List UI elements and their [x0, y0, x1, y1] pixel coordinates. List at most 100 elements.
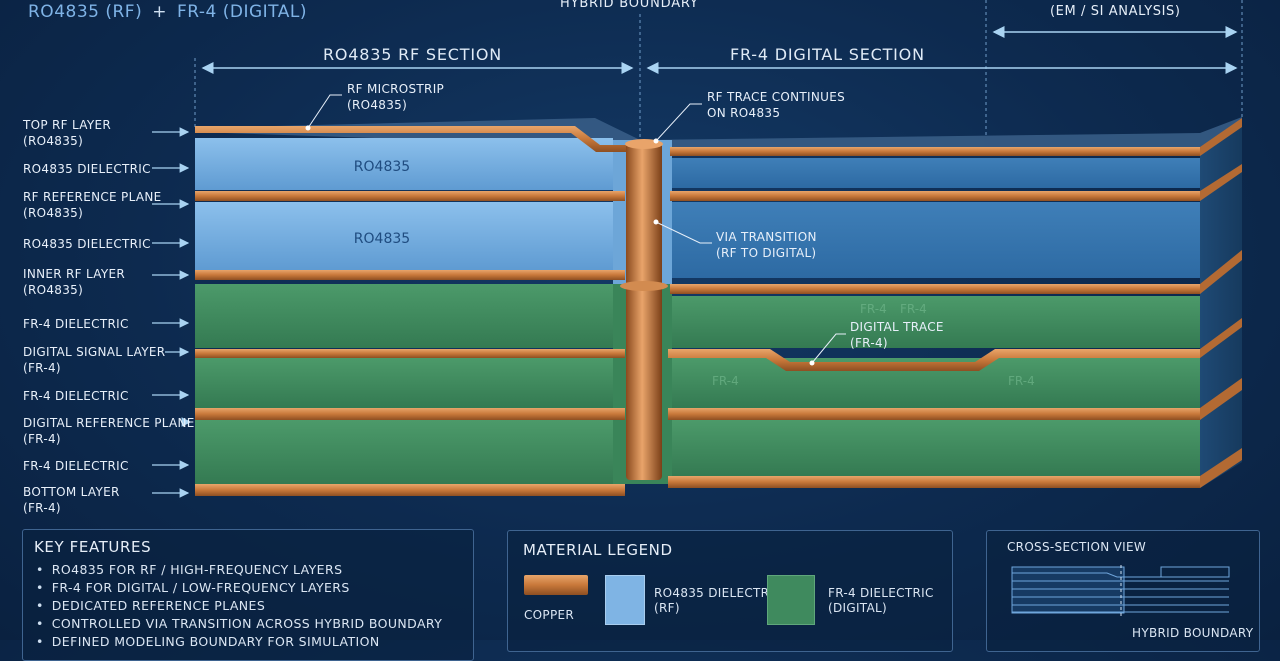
layer-label-fr4-3: FR-4 DIELECTRIC [23, 458, 129, 474]
layer-label-fr4-2: FR-4 DIELECTRIC [23, 388, 129, 404]
layer-sub: (RO4835) [23, 134, 84, 148]
key-features-panel: KEY FEATURES RO4835 FOR RF / HIGH-FREQUE… [22, 529, 474, 661]
key-features-title: KEY FEATURES [34, 538, 152, 556]
layer-sub: (RO4835) [23, 283, 84, 297]
legend-sub: (RF) [654, 601, 680, 615]
callout-sub: (FR-4) [850, 336, 888, 350]
side-copper-6 [1200, 448, 1242, 488]
layer-name: FR-4 DIELECTRIC [23, 389, 129, 403]
rf-trace-dot [653, 138, 659, 144]
fr4-text-c: FR-4 [712, 374, 739, 388]
layer-label-digital-signal: DIGITAL SIGNAL LAYER (FR-4) [23, 344, 165, 376]
side-copper-3 [1200, 250, 1242, 294]
ro4835-dielectric-2-right [672, 202, 1200, 278]
layer-name: TOP RF LAYER [23, 118, 111, 132]
rf-microstrip-leader [307, 94, 342, 129]
feature-item: RO4835 FOR RF / HIGH-FREQUENCY LAYERS [36, 561, 442, 579]
material-legend-panel: MATERIAL LEGEND COPPER RO4835 DIELECTRIC… [507, 530, 953, 652]
hybrid-boundary-top-label: HYBRID BOUNDARY [560, 0, 699, 11]
digital-trace-dot [809, 360, 815, 366]
mini-rf-block [1011, 566, 1125, 614]
layer-name: RO4835 DIELECTRIC [23, 237, 151, 251]
layer-label-fr4-1: FR-4 DIELECTRIC [23, 316, 129, 332]
side-copper-2 [1200, 164, 1242, 201]
title-rf: RO4835 (RF) [28, 2, 143, 22]
inner-rf-copper-left [195, 270, 625, 280]
callout-sub: ON RO4835 [707, 106, 781, 120]
cross-section-title: CROSS-SECTION VIEW [1007, 540, 1147, 554]
ro4835-swatch [605, 575, 645, 625]
layer-label-ro4835-2: RO4835 DIELECTRIC [23, 236, 151, 252]
layer-name: INNER RF LAYER [23, 267, 125, 281]
side-copper-5 [1200, 378, 1242, 420]
callout-title: DIGITAL TRACE [850, 320, 944, 334]
callout-title: RF TRACE CONTINUES [707, 90, 846, 104]
legend-sub: (DIGITAL) [828, 601, 887, 615]
layer-name: FR-4 DIELECTRIC [23, 459, 129, 473]
rf-reference-plane-left [195, 191, 625, 201]
top-rf-copper [195, 126, 630, 152]
digital-trace-leader [811, 333, 846, 364]
top-rf-copper-right [670, 147, 1200, 156]
legend-main: FR-4 DIELECTRIC [828, 586, 934, 600]
cross-section-mini-diagram [1011, 565, 1230, 617]
side-copper-4 [1200, 318, 1242, 358]
layer-name: DIGITAL SIGNAL LAYER [23, 345, 166, 359]
callout-title: VIA TRANSITION [716, 230, 817, 244]
callout-sub: (RF TO DIGITAL) [716, 246, 817, 260]
bottom-copper-right [668, 476, 1200, 488]
layer-label-top-rf: TOP RF LAYER (RO4835) [23, 117, 111, 149]
fr4-dielectric-1-right [672, 296, 1200, 348]
rf-trace-leader [655, 103, 702, 142]
ro4835-legend-label: RO4835 DIELECTRIC(RF) [654, 586, 782, 616]
material-legend-title: MATERIAL LEGEND [523, 541, 673, 559]
rf-section-label: RO4835 RF SECTION [323, 45, 503, 64]
ro4835-dielectric-1-left [195, 138, 613, 190]
rf-trace-continues-callout: RF TRACE CONTINUES ON RO4835 [707, 89, 845, 121]
layer-sub: (FR-4) [23, 361, 61, 375]
rf-microstrip-callout: RF MICROSTRIP(RO4835) [347, 81, 444, 113]
fr4-dielectric-2-left [195, 358, 613, 408]
feature-item: CONTROLLED VIA TRANSITION ACROSS HYBRID … [36, 615, 442, 633]
fr4-dielectric-1-left [195, 284, 613, 348]
layer-label-arrows [152, 127, 192, 498]
via-pad-top [625, 139, 663, 149]
layer-name: DIGITAL REFERENCE PLANE [23, 416, 195, 430]
layer-label-inner-rf: INNER RF LAYER (RO4835) [23, 266, 125, 298]
fr4-text-b: FR-4 [900, 302, 927, 316]
feature-item: DEDICATED REFERENCE PLANES [36, 597, 442, 615]
mini-top-segment [1160, 566, 1230, 578]
rf-microstrip-dot [305, 125, 311, 131]
layer-sub: (FR-4) [23, 432, 61, 446]
fr4-dielectric-3-right [672, 420, 1200, 476]
fr4-legend-label: FR-4 DIELECTRIC(DIGITAL) [828, 586, 934, 616]
fr4-dielectric-3-left [195, 420, 613, 484]
callout-sub: (RO4835) [347, 98, 408, 112]
digital-ref-plane-left [195, 408, 625, 420]
digital-trace-callout: DIGITAL TRACE (FR-4) [850, 319, 944, 351]
fr4-swatch [767, 575, 815, 625]
cross-section-panel: CROSS-SECTION VIEW HYBRID BOUNDARY [986, 530, 1260, 652]
layer-name: FR-4 DIELECTRIC [23, 317, 129, 331]
layer-label-digital-ref: DIGITAL REFERENCE PLANE (FR-4) [23, 415, 195, 447]
via-pad-mid [620, 281, 668, 291]
via-transition-leader [655, 221, 712, 244]
cross-section-boundary-label: HYBRID BOUNDARY [1132, 626, 1254, 640]
side-copper-1 [1200, 118, 1242, 156]
layer-label-bottom: BOTTOM LAYER(FR-4) [23, 484, 120, 516]
ro4835-dielectric-1-right [672, 158, 1200, 188]
copper-swatch [524, 575, 588, 595]
layer-sub: (FR-4) [23, 501, 61, 515]
legend-main: RO4835 DIELECTRIC [654, 586, 782, 600]
feature-item: FR-4 FOR DIGITAL / LOW-FREQUENCY LAYERS [36, 579, 442, 597]
layer-name: RO4835 DIELECTRIC [23, 162, 151, 176]
feature-item: DEFINED MODELING BOUNDARY FOR SIMULATION [36, 633, 442, 651]
fr4-text-d: FR-4 [1008, 374, 1035, 388]
digital-trace-copper [668, 349, 1200, 371]
layer-sub: (RO4835) [23, 206, 84, 220]
digital-signal-copper-left [195, 349, 625, 358]
key-features-list: RO4835 FOR RF / HIGH-FREQUENCY LAYERS FR… [36, 561, 442, 651]
bottom-copper-left [195, 484, 625, 496]
via-transition-dot [653, 219, 659, 225]
ro4835-text-2: RO4835 [354, 231, 410, 247]
